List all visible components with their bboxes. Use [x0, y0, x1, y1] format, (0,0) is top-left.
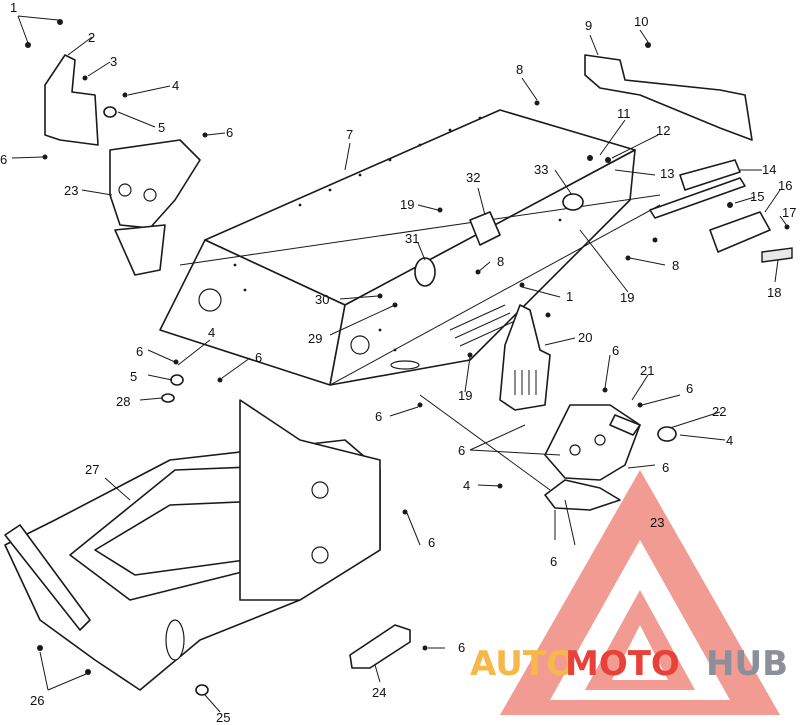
callout-6: 6 — [458, 443, 465, 458]
plate-23-right — [544, 404, 641, 481]
callout-20: 20 — [578, 330, 592, 345]
callout-6: 6 — [375, 409, 382, 424]
callout-25: 25 — [216, 710, 230, 725]
callout-27: 27 — [85, 462, 99, 477]
callout-6: 6 — [686, 381, 693, 396]
callout-3: 3 — [110, 54, 117, 69]
callout-23: 23 — [64, 183, 78, 198]
callout-24: 24 — [372, 685, 386, 700]
rear-bracket-9 — [584, 54, 753, 141]
callout-1: 1 — [10, 0, 17, 15]
tunnel-assembly — [159, 109, 661, 386]
callout-10: 10 — [634, 14, 648, 29]
plate-23-upper — [109, 139, 201, 229]
callout-4: 4 — [726, 433, 733, 448]
callout-14: 14 — [762, 162, 776, 177]
bracket-20 — [499, 304, 551, 411]
leader-lines — [11, 15, 788, 713]
rear-link-14 — [679, 159, 741, 191]
bracket-24 — [349, 624, 411, 669]
plate-23-wing — [114, 224, 166, 276]
callout-33: 33 — [534, 162, 548, 177]
callout-7: 7 — [346, 127, 353, 142]
callout-6: 6 — [0, 152, 7, 167]
callout-18: 18 — [767, 285, 781, 300]
tunnel-hole — [350, 335, 370, 355]
callout-4: 4 — [463, 478, 470, 493]
bracket-32 — [469, 211, 501, 246]
clip-21 — [609, 414, 641, 436]
callout-2: 2 — [88, 30, 95, 45]
rear-bar-14 — [649, 177, 746, 219]
bushing-22 — [657, 426, 677, 442]
bumper-16 — [709, 211, 771, 253]
callout-5: 5 — [130, 369, 137, 384]
callout-13: 13 — [660, 166, 674, 181]
callout-11: 11 — [617, 106, 631, 121]
callout-1: 1 — [566, 289, 573, 304]
callout-31: 31 — [405, 231, 419, 246]
plate-23-lower — [544, 479, 621, 511]
watermark-word-auto: AUTO — [470, 644, 575, 684]
callout-16: 16 — [778, 178, 792, 193]
callout-19: 19 — [400, 197, 414, 212]
watermark-logo — [500, 470, 780, 715]
watermark-word-moto: MOTO — [565, 644, 680, 684]
watermark-word-hub: HUB — [706, 644, 788, 684]
callout-19: 19 — [620, 290, 634, 305]
callout-8: 8 — [516, 62, 523, 77]
vent-grid — [449, 304, 516, 347]
callout-6: 6 — [550, 554, 557, 569]
plate-31 — [414, 257, 436, 287]
callout-6: 6 — [662, 460, 669, 475]
callout-28: 28 — [116, 394, 130, 409]
callout-6: 6 — [612, 343, 619, 358]
callout-19: 19 — [458, 388, 472, 403]
callout-8: 8 — [497, 254, 504, 269]
callout-15: 15 — [750, 189, 764, 204]
callout-30: 30 — [315, 292, 329, 307]
tunnel-slot — [390, 360, 420, 370]
callout-9: 9 — [585, 18, 592, 33]
callout-6: 6 — [226, 125, 233, 140]
callout-5: 5 — [158, 120, 165, 135]
callout-6: 6 — [136, 344, 143, 359]
callout-26: 26 — [30, 693, 44, 708]
callout-12: 12 — [656, 123, 670, 138]
callout-29: 29 — [308, 331, 322, 346]
bracket-20-slots — [514, 370, 537, 395]
callout-6: 6 — [458, 640, 465, 655]
callout-4: 4 — [172, 78, 179, 93]
decal-18 — [761, 247, 793, 263]
callout-6: 6 — [428, 535, 435, 550]
tunnel-right-side — [329, 149, 636, 386]
chassis-side-panel — [239, 399, 381, 601]
callout-17: 17 — [782, 205, 796, 220]
callout-21: 21 — [640, 363, 654, 378]
callout-8: 8 — [672, 258, 679, 273]
tunnel-hole — [198, 288, 222, 312]
chassis-27 — [4, 399, 381, 691]
callout-22: 22 — [712, 404, 726, 419]
plate-33 — [562, 193, 584, 211]
callout-4: 4 — [208, 325, 215, 340]
callout-32: 32 — [466, 170, 480, 185]
callout-23: 23 — [650, 515, 664, 530]
watermark-text: AUTO MOTO HUB — [470, 644, 788, 684]
chassis-front-rail — [4, 524, 91, 631]
callout-6: 6 — [255, 350, 262, 365]
bracket-2 — [44, 54, 99, 146]
